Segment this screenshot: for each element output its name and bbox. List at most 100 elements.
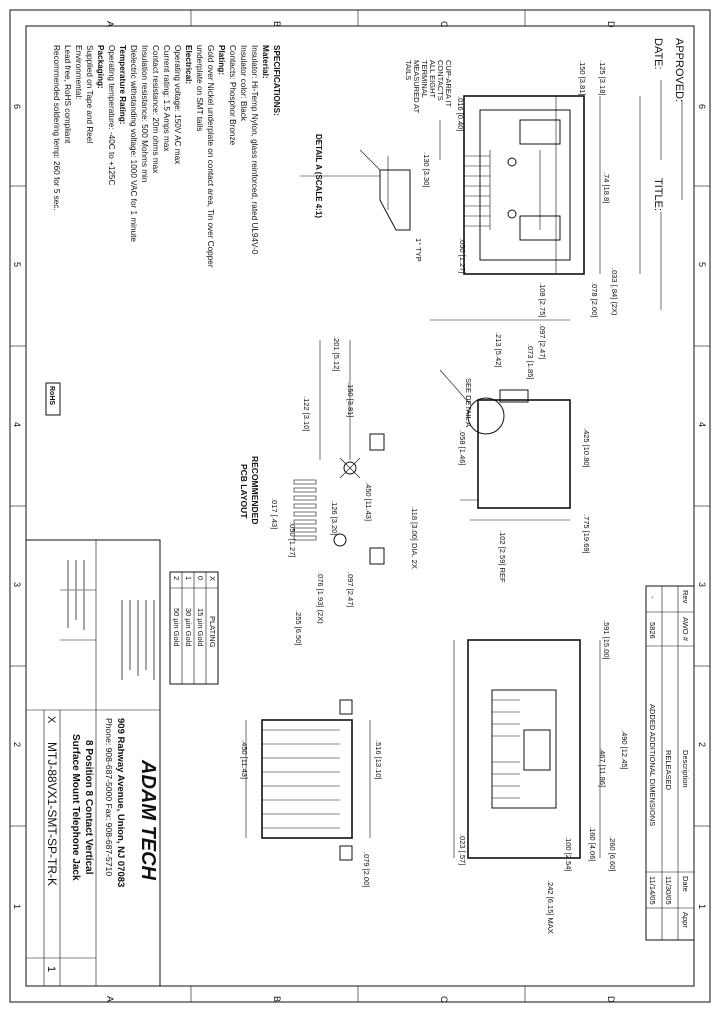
part-number: MTJ-88VX1-SMT-SP-TR-K [45,742,59,886]
spec-heading: SPECIFICATIONS: [272,45,281,116]
dim-pcb-9: .076 [1.93] (2X) [316,572,325,624]
grid-row-l-4: 4 [12,422,22,427]
rev-header-desc: Description [681,750,690,788]
plating-header-plating: PLATING [208,616,217,648]
spec-line-10: Contact resistance: 20m ohms max [151,45,160,173]
grid-row-r-2: 2 [697,742,707,747]
svg-text:TAILS: TAILS [404,60,413,80]
grid-row-r-1: 1 [697,904,707,909]
grid-row-l-5: 5 [12,262,22,267]
spec-line-12: Dielectric withstanding voltage: 1000 VA… [129,45,138,242]
dim-bottom-0: .450 [11.43] [240,740,249,779]
dim-pcb-8: .097 [2.47] [346,572,355,607]
dim-bottom-2: .079 [2.00] [362,852,371,887]
rev-row1-desc: RELEASED [664,750,673,791]
dim-top-mid-3: .108 [2.75] [538,282,547,317]
rev-row2-awo: 5826 [648,622,657,639]
grid-row-r-3: 3 [697,582,707,587]
pcb-title-line2: PCB LAYOUT [239,464,249,519]
spec-line-6: underplate on SMT tails [195,45,204,131]
spec-line-9: Current rating: 1.5 Amps max [162,45,171,151]
grid-col-bot-2: B [272,996,282,1002]
dim-front-0: .591 [15.00] [602,620,611,660]
grid-row-r-6: 6 [697,104,707,109]
dim-front-6: .242 [6.15] MAX [546,880,555,934]
dim-detail-0: .130 [3.30] [422,152,431,187]
dim-side-4: .058 [1.46] [458,430,467,465]
sheet-number: 1 [45,966,57,972]
bottom-view-drawing [245,699,371,861]
spec-line-2: Insulator color: Black [239,45,248,122]
dim-side-6: .102 [2.59] REF [498,530,507,583]
dim-pcb-3: .450 [11.43] [364,482,373,521]
spec-line-13: Temperature Rating: [118,45,127,124]
spec-line-17: Environmental: [74,45,83,100]
grid-col-bot-0: D [606,996,616,1003]
dim-top-mid-1: .050 [1.27] [458,238,467,273]
svg-text:CUP-AREA IT: CUP-AREA IT [444,60,453,108]
dim-top-mid-0: .74 [18.8] [602,172,611,203]
dim-pcb-6: .017 [.43] [270,498,279,529]
dim-side-8: .775 [19.69] [582,514,591,554]
dim-side-5: .425 [10.80] [582,428,591,468]
spec-line-3: Contacts: Phosphor Bronze [228,45,237,146]
dim-detail-2: 1° TYP [414,238,423,262]
spec-line-4: Plating: [217,45,226,75]
dim-top-left-1: .150 [3.81] [578,60,587,95]
grid-row-r-4: 4 [697,422,707,427]
rev-header-awo: AWO # [681,617,690,642]
spec-line-0: Material: [261,45,270,79]
dim-side-3: SEE DETAIL A [464,378,473,427]
svg-text:ALL EIGHT: ALL EIGHT [428,60,437,98]
company-name: ADAM TECH [137,759,159,881]
detail-a-drawing [300,149,411,231]
dim-side-1: .073 [1.85] [526,344,535,379]
side-view-drawing [430,319,571,521]
spec-line-16: Supplied on Tape and Reel [85,45,94,143]
dim-side-0: .097 [2.47] [538,324,547,359]
rev-header-appr: Appr [681,912,690,928]
plating-row2-x: 2 [172,576,181,580]
detail-a-title: DETAIL A (SCALE 4:1) [314,134,323,218]
date-label: DATE: [652,38,664,70]
rev-row1-date: 11/30/05 [664,876,673,905]
grid-row-l-3: 3 [12,582,22,587]
grid-col-bot-3: A [105,996,115,1002]
grid-col-top-1: C [439,21,449,28]
plating-table [169,571,219,685]
grid-col-bot-1: C [439,996,449,1003]
dim-pcb-10: .255 [6.50] [294,610,303,645]
dim-pcb-0: .201 [5.12] [332,336,341,371]
dim-top-mid-2: .033 [.84] (2X) [610,268,619,316]
dim-pcb-1: .150 [3.81] [346,382,355,417]
grid-row-l-6: 6 [12,104,22,109]
spec-line-11: Insulation resistance: 500 Mohms min [140,45,149,183]
svg-text:CONTACTS: CONTACTS [436,60,445,101]
pcb-title-line1: RECOMMENDED [250,456,260,524]
spec-line-14: Operating temperature: -40C to +125C [107,45,116,185]
grid-row-l-1: 1 [12,904,22,909]
plating-header-x: X [208,576,217,581]
rev-row2-date: 11/14/05 [648,876,657,905]
spec-line-8: Operating voltage: 150V AC max [173,45,182,164]
rev-header-rev: Rev [681,590,690,604]
dim-front-2: .467 [11.86] [598,748,607,787]
dim-front-3: .160 [4.06] [588,826,597,861]
svg-text:MEASURED AT: MEASURED AT [412,60,421,114]
detail-a-note: CUP-AREA IT CONTACTS ALL EIGHT TERMINAL … [404,60,453,114]
scale-label: X [45,716,57,724]
dim-top-left-2: .016 [0.40] [456,96,465,131]
title-block [25,539,161,987]
company-address: 909 Rahway Avenue, Union, NJ 07083 [115,718,126,887]
title-label: TITLE: [652,178,664,211]
grid-col-top-3: A [105,21,115,27]
approved-label: APPROVED: [673,38,685,102]
dim-front-4: .260 [6.60] [608,836,617,871]
revision-table [645,585,695,941]
plating-row1-val: 30 µin Gold [184,608,193,647]
plating-row0-x: 0 [196,576,205,580]
dim-top-left-0: .125 [3.18] [598,60,607,95]
grid-col-top-2: B [272,21,282,27]
